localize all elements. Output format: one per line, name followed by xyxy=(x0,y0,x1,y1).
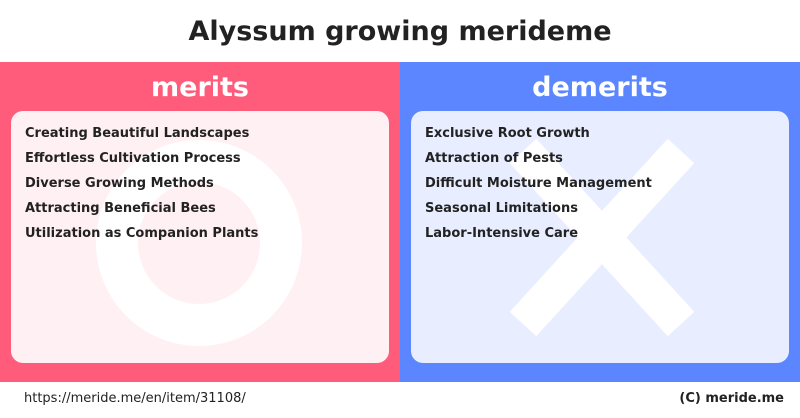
page-title: Alyssum growing merideme xyxy=(188,15,612,47)
cross-symbol-icon xyxy=(509,138,695,337)
footer-copyright: (C) meride.me xyxy=(679,391,784,406)
merits-panel: merits Creating Beautiful Landscapes Eff… xyxy=(0,62,400,382)
merits-card: Creating Beautiful Landscapes Effortless… xyxy=(11,111,389,363)
footer-url-link[interactable]: https://meride.me/en/item/31108/ xyxy=(24,391,246,406)
merit-item: Creating Beautiful Landscapes xyxy=(25,126,250,141)
demerit-item: Attraction of Pests xyxy=(425,151,563,166)
merit-item: Diverse Growing Methods xyxy=(25,176,214,191)
merit-item: Effortless Cultivation Process xyxy=(25,151,241,166)
merits-header: merits xyxy=(151,71,249,103)
demerit-item: Exclusive Root Growth xyxy=(425,126,590,141)
merit-item: Utilization as Companion Plants xyxy=(25,226,259,241)
demerit-item: Labor-Intensive Care xyxy=(425,226,579,241)
demerit-item: Difficult Moisture Management xyxy=(425,176,652,191)
demerits-panel: demerits Exclusive Root Growth Attractio… xyxy=(400,62,800,382)
merit-item: Attracting Beneficial Bees xyxy=(25,201,216,216)
demerits-list: Exclusive Root Growth Attraction of Pest… xyxy=(425,124,652,249)
demerit-item: Seasonal Limitations xyxy=(425,201,578,216)
demerits-header: demerits xyxy=(532,71,668,103)
demerits-card: Exclusive Root Growth Attraction of Pest… xyxy=(411,111,789,363)
merits-list: Creating Beautiful Landscapes Effortless… xyxy=(25,124,258,249)
circle-symbol-icon xyxy=(96,140,302,346)
